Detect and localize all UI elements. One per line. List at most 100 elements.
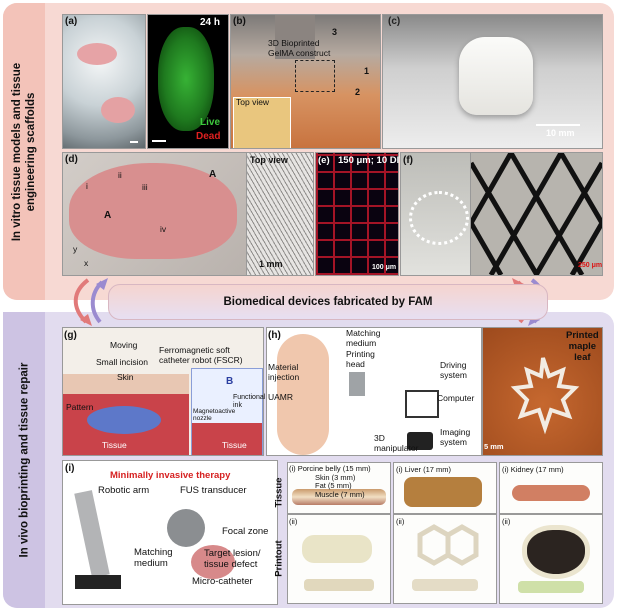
robot-base xyxy=(75,575,121,589)
incision-label: Small incision xyxy=(96,357,148,367)
panel-b-label: (b) xyxy=(233,16,246,27)
printout-row-label: Printout xyxy=(273,539,285,577)
panel-i-label: (i) xyxy=(65,463,75,474)
panel-b-top-view: Top view xyxy=(236,97,270,107)
kidney-tissue-photo xyxy=(499,462,603,514)
target-line1: Target lesion/ xyxy=(204,548,261,559)
panel-d-scale: 1 mm xyxy=(259,259,283,269)
in-vivo-sidebar xyxy=(3,312,45,608)
ink-line1: Functional xyxy=(233,394,266,401)
panel-a-scalebar xyxy=(130,141,138,143)
panel-f-zoom xyxy=(470,152,603,276)
scaffold-shape xyxy=(69,163,237,259)
printed-bone-side xyxy=(304,579,374,591)
naphthalene-printout-photo xyxy=(393,514,497,604)
stent-shape xyxy=(409,191,469,245)
material-line1: Material xyxy=(268,362,299,372)
panel-e-scale: 100 μm xyxy=(372,264,397,271)
hex-left xyxy=(417,524,451,566)
section-A-right: A xyxy=(209,169,217,180)
tissue-label-left: Tissue xyxy=(102,440,127,450)
porcine-title: (i) Porcine belly (15 mm) xyxy=(289,464,371,473)
porcine-tissue-photo xyxy=(287,462,391,514)
printout-row-label-wrap: Printout xyxy=(272,516,286,600)
panel-f-photo xyxy=(400,152,472,276)
cell-grid xyxy=(316,153,398,275)
stent-mesh xyxy=(471,153,602,275)
skin-label: Skin xyxy=(117,372,134,382)
porcine-sample xyxy=(292,489,386,505)
imaging-line1: Imaging xyxy=(440,427,471,437)
printer-nozzle xyxy=(275,15,315,59)
computer-monitor xyxy=(405,390,439,418)
target-line2: tissue defect xyxy=(204,559,258,570)
kidney-label: (i) Kidney (17 mm) xyxy=(502,465,564,474)
panel-h-diagram xyxy=(266,327,482,456)
panel-a-fluorescence xyxy=(147,14,229,149)
in-vitro-sidebar xyxy=(3,3,45,300)
driving-line2: system xyxy=(440,370,467,380)
printing-head xyxy=(349,372,365,396)
in-vitro-label-line1: In vitro tissue models and tissue xyxy=(11,62,24,241)
panel-d-label: (d) xyxy=(65,154,78,165)
pattern-label: Pattern xyxy=(66,402,94,412)
in-vitro-label: In vitro tissue models and tissue engine… xyxy=(10,62,38,240)
robotic-arm-label: Robotic arm xyxy=(98,485,150,496)
panel-d-top-view-label: Top view xyxy=(250,155,288,165)
panel-b-photo xyxy=(230,14,381,149)
kidney-ii-label: (ii) xyxy=(502,517,511,526)
panel-a-label: (a) xyxy=(65,16,78,27)
in-vitro-label-line2: engineering scaffolds xyxy=(25,92,38,211)
nozzle-line2: nozzle xyxy=(193,415,212,422)
marker-3: 3 xyxy=(332,27,338,37)
in-vivo-label: In vivo bioprinting and tissue repair xyxy=(18,362,31,558)
bone-ii-label: (ii) xyxy=(289,517,298,526)
kidney-sample xyxy=(512,485,590,501)
inset-tissue xyxy=(192,423,262,455)
region-ii: ii xyxy=(118,170,122,180)
panel-a-fluo-scalebar xyxy=(152,140,166,142)
field-B: B xyxy=(226,376,234,387)
fus-transducer xyxy=(167,509,205,547)
dish-sample-upper xyxy=(77,43,117,65)
region-iv: iv xyxy=(160,224,167,234)
printed-tooth xyxy=(459,37,533,115)
panel-d-top-view xyxy=(246,152,314,276)
skin-layer xyxy=(63,374,189,394)
catheter-label: Micro-catheter xyxy=(192,576,253,587)
driving-line1: Driving xyxy=(440,360,467,370)
panel-i-diagram xyxy=(62,460,278,605)
left-arrow-down-head xyxy=(80,314,92,326)
printout-bar xyxy=(412,579,478,591)
naphthalene-print xyxy=(412,524,479,591)
live-label: Live xyxy=(200,117,221,128)
panel-g-diagram xyxy=(62,327,264,456)
printed-heart xyxy=(522,525,590,579)
maple-leaf xyxy=(510,357,580,435)
liver-ii-label: (ii) xyxy=(396,517,405,526)
panel-e-title: 150 μm; 10 DIV xyxy=(338,155,406,166)
in-vitro-label-wrap: In vitro tissue models and tissue engine… xyxy=(3,3,45,300)
panel-d-photo xyxy=(62,152,248,276)
section-A-left: A xyxy=(104,210,112,221)
panel-e-label: (e) xyxy=(318,155,330,166)
panel-h-scale: 5 mm xyxy=(484,442,504,451)
dish-sample-lower xyxy=(101,97,135,123)
axis-y: y xyxy=(73,244,78,254)
tissue-body xyxy=(191,545,235,579)
computer-label: Computer xyxy=(437,393,475,403)
porcine-fat: Fat (5 mm) xyxy=(315,481,352,490)
panel-a-dish-photo xyxy=(62,14,146,149)
robot-arm-link xyxy=(74,490,110,578)
panel-c-photo xyxy=(382,14,603,149)
pattern-area xyxy=(87,406,161,434)
ink-line2: ink xyxy=(233,402,242,409)
panel-i-title: Minimally invasive therapy xyxy=(110,470,231,481)
panel-c-scalebar xyxy=(536,124,580,126)
panel-f-label: (f) xyxy=(403,155,413,166)
liver-tissue-photo xyxy=(393,462,497,514)
panel-c-label: (c) xyxy=(388,16,401,27)
dead-label: Dead xyxy=(196,131,221,142)
center-banner: Biomedical devices fabricated by FAM xyxy=(108,284,548,320)
region-i: i xyxy=(86,181,88,191)
